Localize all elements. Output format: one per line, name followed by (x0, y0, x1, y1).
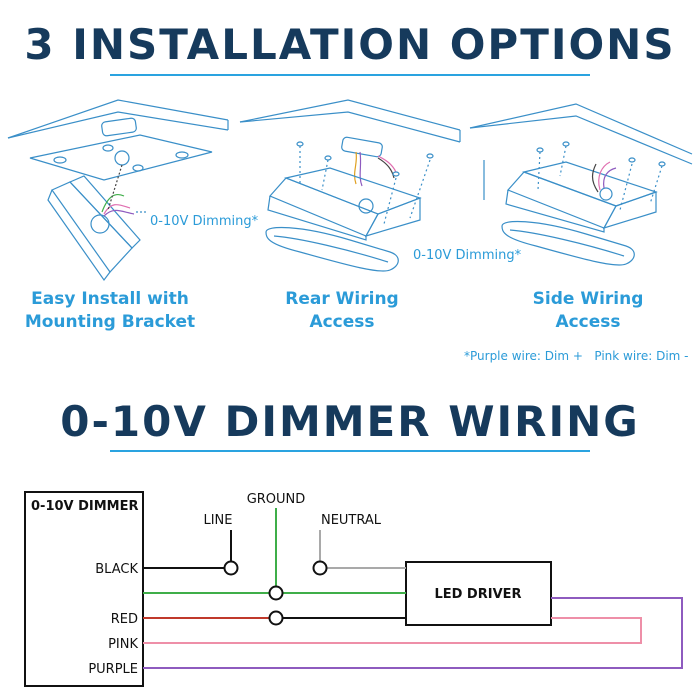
purple-wire (143, 597, 683, 669)
red-label: RED (111, 612, 138, 627)
option-caption-rear-line2: Access (309, 312, 375, 332)
dimming-label-bracket: 0-10V Dimming* (150, 214, 259, 229)
ground-terminal (268, 585, 284, 601)
neutral-label: NEUTRAL (321, 513, 382, 528)
mounting-bracket-illustration (7, 99, 229, 282)
led-driver-label: LED DRIVER (434, 587, 521, 602)
wiring-diagram: 0-10V DIMMER LED DRIVER BLA (24, 491, 683, 687)
dimmer-label: 0-10V DIMMER (31, 499, 139, 514)
line-label: LINE (203, 513, 232, 528)
rear-wiring-illustration (239, 99, 461, 272)
wiring-title-underline (110, 450, 590, 452)
side-wiring-illustration (469, 103, 693, 266)
installation-options-title: 3 INSTALLATION OPTIONS (24, 20, 676, 69)
red-terminal (268, 610, 284, 626)
option-caption-bracket: Easy Install with Mounting Bracket (10, 288, 210, 334)
wire-footnote: *Purple wire: Dim + Pink wire: Dim - (464, 349, 689, 363)
pink-label: PINK (108, 637, 138, 652)
option-caption-bracket-line1: Easy Install with (31, 289, 189, 309)
dimmer-box (24, 491, 144, 687)
black-label: BLACK (95, 562, 138, 577)
option-caption-side: Side Wiring Access (496, 288, 680, 334)
title-underline (110, 74, 590, 76)
pink-wire (143, 617, 642, 644)
option-caption-bracket-line2: Mounting Bracket (24, 312, 196, 332)
dimming-label-rear: 0-10V Dimming* (413, 248, 522, 263)
line-terminal (223, 560, 239, 576)
led-driver-box (405, 561, 552, 626)
option-caption-side-line2: Access (555, 312, 621, 332)
option-caption-rear-line1: Rear Wiring (285, 289, 399, 309)
dimmer-wiring-title: 0-10V DIMMER WIRING (60, 397, 640, 446)
purple-label: PURPLE (88, 662, 138, 677)
option-caption-side-line1: Side Wiring (532, 289, 644, 309)
neutral-terminal (312, 560, 328, 576)
option-caption-rear: Rear Wiring Access (250, 288, 434, 334)
ground-label: GROUND (247, 492, 306, 507)
